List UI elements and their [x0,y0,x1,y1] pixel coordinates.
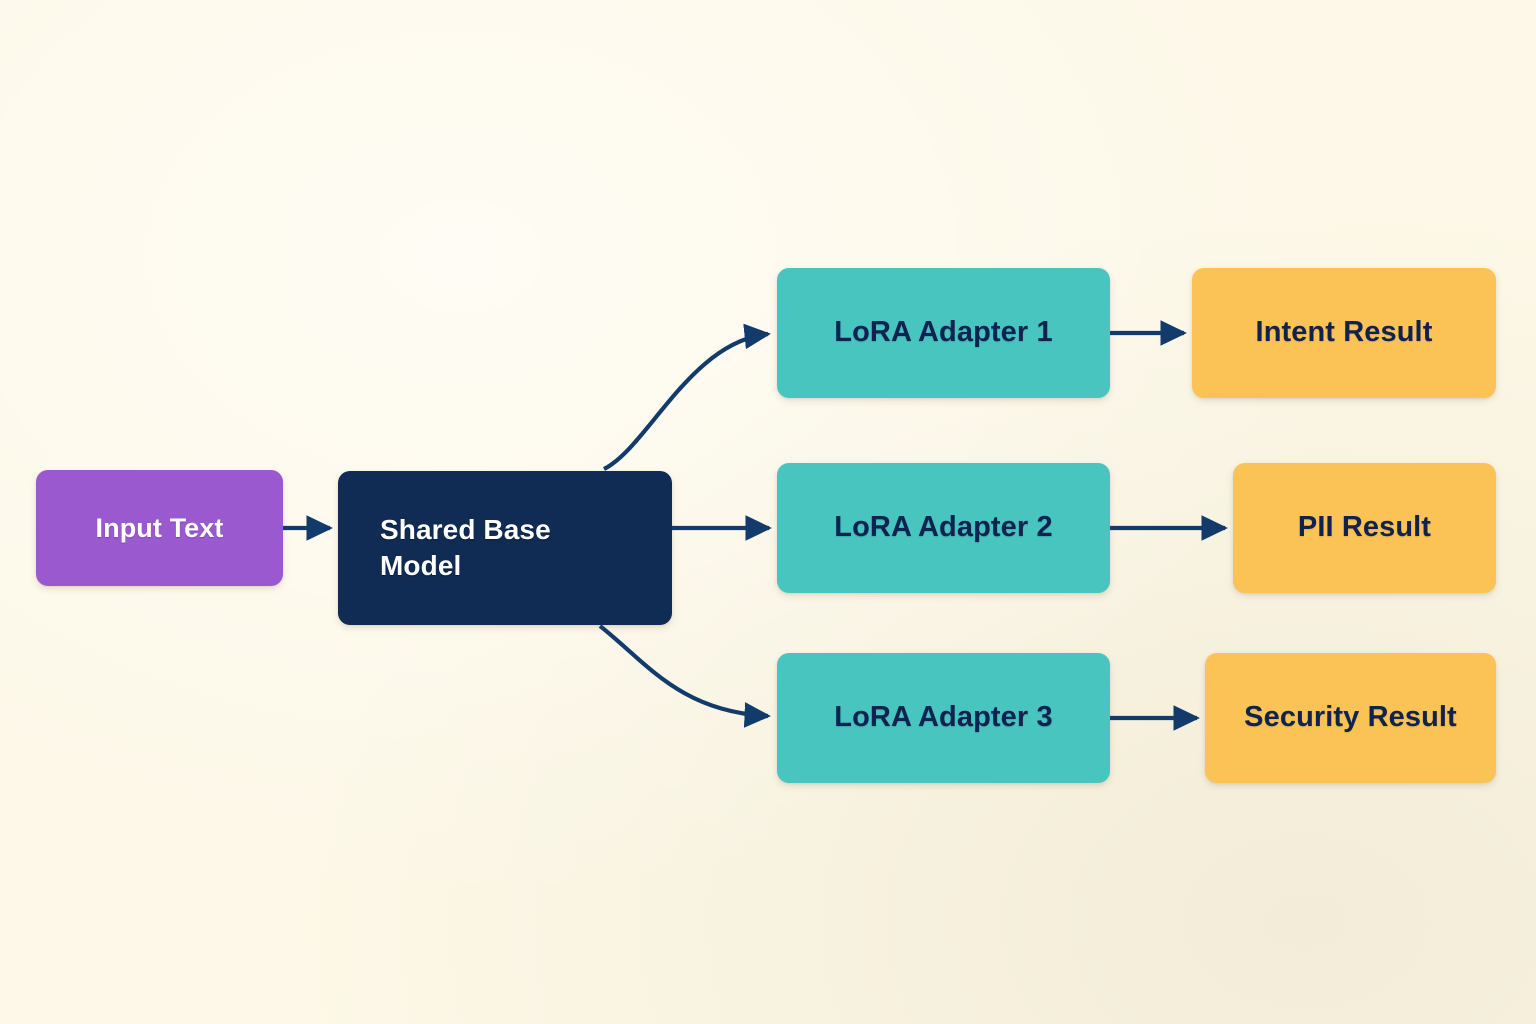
node-input-text[interactable]: Input Text [36,470,283,586]
node-input-text-label: Input Text [95,512,224,543]
edge-base-to-adapter-1 [603,323,771,471]
node-shared-base-model[interactable]: Shared Base Model [338,471,672,625]
node-intent-result[interactable]: Intent Result [1192,268,1496,398]
node-security-result-label: Security Result [1244,701,1457,734]
node-pii-result[interactable]: PII Result [1233,463,1496,593]
node-intent-result-label: Intent Result [1255,316,1433,349]
node-shared-base-model-label: Shared Base Model [380,514,551,581]
node-lora-adapter-3-label: LoRA Adapter 3 [834,701,1053,734]
node-lora-adapter-1[interactable]: LoRA Adapter 1 [777,268,1110,398]
node-lora-adapter-2-label: LoRA Adapter 2 [834,511,1053,544]
edge-base-to-adapter-3 [598,624,771,728]
node-security-result[interactable]: Security Result [1205,653,1496,783]
node-lora-adapter-3[interactable]: LoRA Adapter 3 [777,653,1110,783]
node-lora-adapter-2[interactable]: LoRA Adapter 2 [777,463,1110,593]
node-pii-result-label: PII Result [1297,511,1432,544]
node-lora-adapter-1-label: LoRA Adapter 1 [834,316,1053,349]
